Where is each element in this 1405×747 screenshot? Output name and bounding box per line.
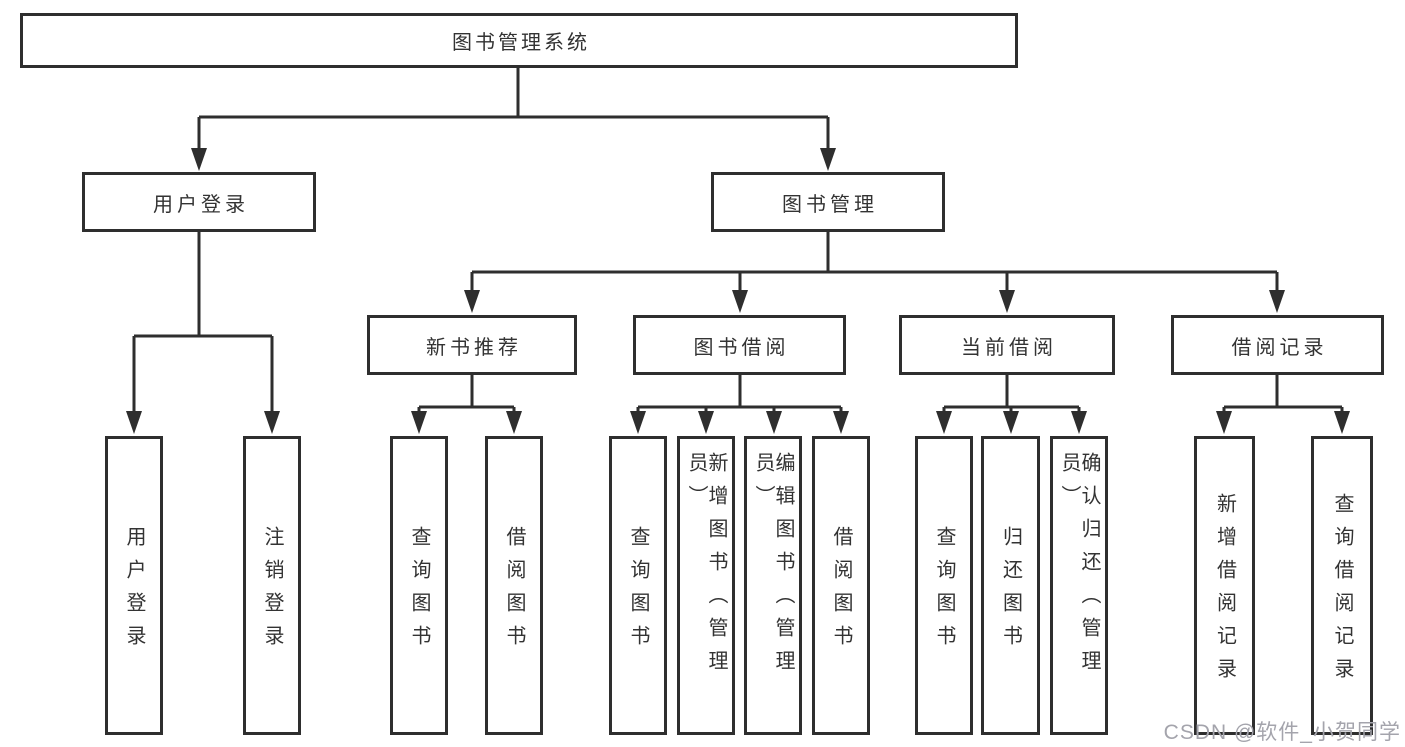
leaf-edit-books-admin: 编辑图书（管理员） (744, 436, 802, 735)
leaf-borrow-books: 借阅图书 (812, 436, 870, 735)
leaf-query-books-borrow: 查询图书 (609, 436, 667, 735)
leaf-label: 借阅图书 (503, 526, 525, 658)
arrow-icon (630, 411, 646, 434)
node-label: 借阅记录 (1231, 336, 1328, 359)
arrow-icon (936, 411, 952, 434)
leaf-label: 查询图书 (408, 526, 430, 658)
arrow-icon (506, 411, 522, 434)
leaf-label: 新增借阅记录 (1213, 493, 1236, 691)
leaf-label: 编辑图书（管理员） (752, 452, 794, 683)
node-label: 图书借阅 (693, 336, 790, 359)
arrow-icon (999, 290, 1015, 313)
arrow-icon (1003, 411, 1019, 434)
edge-borrowing-to-leaves (636, 375, 843, 429)
arrow-icon (698, 411, 714, 434)
arrow-icon (464, 290, 480, 313)
node-book-borrowing: 图书借阅 (633, 315, 846, 375)
leaf-user-login: 用户登录 (105, 436, 163, 735)
arrow-icon (191, 148, 207, 171)
arrow-icon (1071, 411, 1087, 434)
leaf-label: 借阅图书 (830, 526, 852, 658)
node-library-management-system: 图书管理系统 (20, 13, 1018, 68)
arrow-icon (732, 290, 748, 313)
leaf-label: 查询图书 (933, 526, 955, 658)
node-label: 图书管理 (782, 193, 878, 216)
leaf-label: 注销登录 (261, 526, 283, 658)
leaf-label: 新增图书（管理员） (685, 452, 727, 683)
edge-root-to-level2 (197, 68, 830, 166)
node-label: 当前借阅 (961, 336, 1057, 359)
arrow-icon (833, 411, 849, 434)
node-user-login: 用户登录 (82, 172, 316, 232)
edge-current-to-leaves (942, 375, 1081, 429)
leaf-return-books: 归还图书 (981, 436, 1040, 735)
arrow-icon (264, 411, 280, 434)
arrow-icon (126, 411, 142, 434)
leaf-label: 归还图书 (999, 526, 1022, 658)
leaf-add-books-admin: 新增图书（管理员） (677, 436, 735, 735)
leaf-label: 查询图书 (627, 526, 649, 658)
edge-records-to-leaves (1222, 375, 1344, 429)
arrow-icon (411, 411, 427, 434)
leaf-query-books-recommend: 查询图书 (390, 436, 448, 735)
arrow-icon (1216, 411, 1232, 434)
leaf-query-borrow-record: 查询借阅记录 (1311, 436, 1373, 735)
node-label: 新书推荐 (426, 336, 522, 359)
node-label: 用户登录 (153, 193, 249, 216)
node-current-borrowing: 当前借阅 (899, 315, 1115, 375)
arrow-icon (1269, 290, 1285, 313)
csdn-watermark: CSDN @软件_小贺同学 (1163, 721, 1401, 744)
leaf-label: 确认归还（管理员） (1058, 452, 1100, 683)
node-label: 图书管理系统 (452, 32, 590, 54)
leaf-label: 查询借阅记录 (1331, 493, 1353, 691)
leaf-query-books-current: 查询图书 (915, 436, 973, 735)
leaf-logout: 注销登录 (243, 436, 301, 735)
node-book-management: 图书管理 (711, 172, 945, 232)
edge-bookmgmt-to-level3 (470, 232, 1279, 307)
node-new-book-recommendation: 新书推荐 (367, 315, 577, 375)
edge-recommend-to-leaves (417, 375, 516, 429)
arrow-icon (1334, 411, 1350, 434)
arrow-icon (820, 148, 836, 171)
leaf-confirm-return-admin: 确认归还（管理员） (1050, 436, 1108, 735)
leaf-add-borrow-record: 新增借阅记录 (1194, 436, 1255, 735)
edge-userlogin-to-leaves (132, 232, 274, 429)
node-borrowing-records: 借阅记录 (1171, 315, 1384, 375)
leaf-borrow-books-recommend: 借阅图书 (485, 436, 543, 735)
leaf-label: 用户登录 (123, 526, 145, 658)
arrow-icon (766, 411, 782, 434)
